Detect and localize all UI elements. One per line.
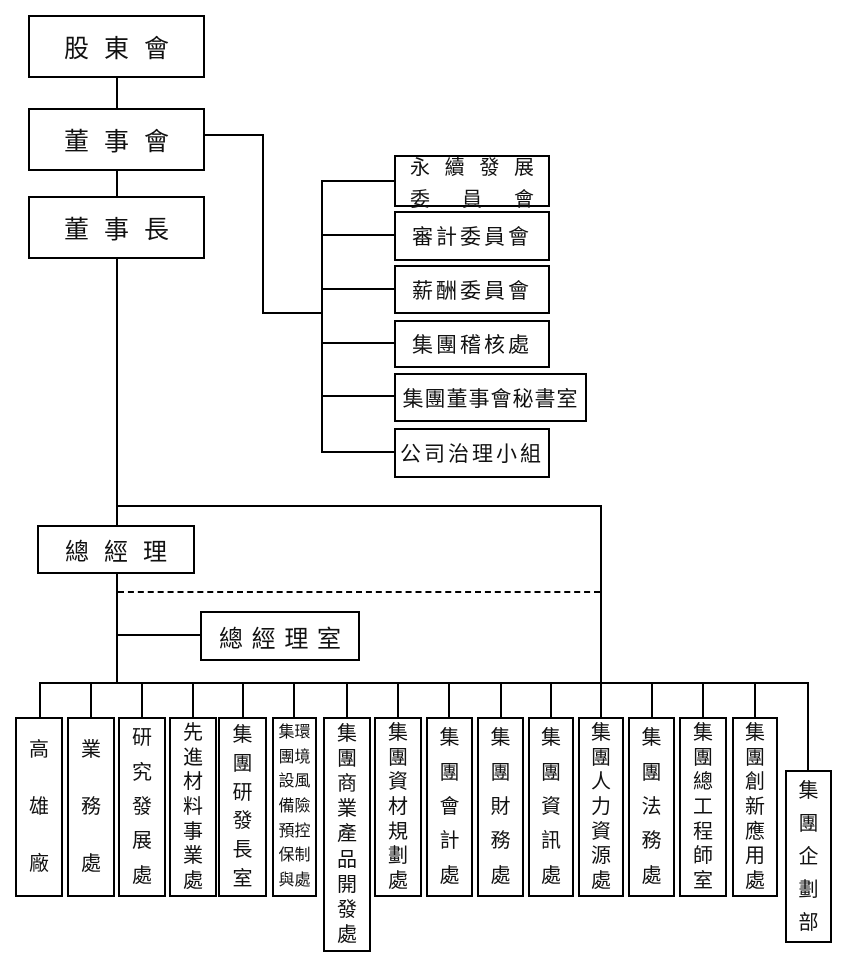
node-dept-finance: 集團財務處	[477, 717, 524, 897]
node-label: 環境風險控制處	[294, 724, 311, 889]
node-label: 集團董事會秘書室	[402, 386, 579, 411]
connector-line	[321, 342, 395, 344]
connector-line	[346, 684, 348, 717]
connector-line	[116, 258, 118, 526]
node-label: 集團法務處	[641, 727, 662, 887]
node-dept-chief-engineer-office: 集團總工程師室	[679, 717, 727, 897]
node-label: 公司治理小組	[400, 442, 544, 466]
node-label: 集團總工程師室	[693, 722, 713, 892]
node-group-audit-office: 集團稽核處	[394, 320, 550, 368]
connector-line	[242, 684, 244, 717]
node-label: 集團設備預保與	[278, 724, 295, 889]
node-label: 集團企劃部	[798, 779, 819, 934]
connector-line	[702, 684, 704, 717]
connector-line	[205, 134, 264, 136]
node-dept-rnd: 研究發展處	[118, 717, 166, 897]
connector-line	[116, 78, 118, 110]
connector-line	[321, 180, 323, 453]
node-dept-group-rnd-officer-office: 集團研發長室	[218, 717, 267, 897]
node-president-office: 總經理室	[200, 611, 360, 661]
node-label: 集團創新應用處	[745, 722, 765, 892]
node-dept-advanced-materials: 先進材料事業處	[169, 717, 217, 897]
node-dept-innovation-application: 集團創新應用處	[732, 717, 778, 897]
connector-line	[321, 180, 395, 182]
connector-line	[550, 684, 552, 717]
node-label: 永續發展 委員會	[410, 156, 534, 211]
connector-line	[321, 395, 395, 397]
connector-line	[141, 684, 143, 717]
node-dept-it: 集團資訊處	[528, 717, 574, 897]
connector-line	[321, 288, 395, 290]
node-label: 董事長	[64, 216, 169, 244]
node-dept-legal: 集團法務處	[628, 717, 675, 897]
connector-line	[321, 451, 395, 453]
connector-line	[192, 684, 194, 717]
node-label: 審計委員會	[412, 225, 532, 249]
node-board: 董事會	[28, 108, 205, 171]
node-label: 集團資訊處	[541, 727, 561, 887]
node-label: 股東會	[64, 35, 169, 63]
connector-line	[262, 134, 264, 314]
dashed-separator-line	[118, 591, 600, 593]
node-governance-team: 公司治理小組	[394, 428, 550, 478]
node-dept-materials-planning: 集團資材規劃處	[374, 717, 422, 897]
connector-line	[500, 684, 502, 717]
connector-line	[448, 684, 450, 717]
node-dept-commercial-product-dev: 集團商業產品開發處	[323, 717, 371, 952]
connector-line	[39, 684, 41, 717]
node-label: 董事會	[64, 128, 169, 156]
node-committee-sustainability: 永續發展 委員會	[394, 155, 550, 211]
node-dept-hr: 集團人力資源處	[578, 717, 624, 897]
connector-line	[262, 312, 323, 314]
node-label: 集團會計處	[439, 727, 460, 887]
node-shareholders: 股東會	[28, 15, 205, 78]
node-label: 先進材料事業處	[183, 722, 203, 892]
node-label: 研究發展處	[132, 727, 152, 887]
node-president: 總經理	[37, 525, 195, 574]
node-label: 總經理室	[219, 626, 341, 653]
connector-line	[116, 573, 118, 684]
node-dept-planning: 集團企劃部	[785, 770, 832, 943]
node-label: 集團資材規劃處	[388, 722, 408, 892]
node-label: 集團財務處	[490, 727, 511, 887]
connector-line	[116, 505, 602, 507]
node-dept-accounting: 集團會計處	[426, 717, 473, 897]
node-label: 總經理	[65, 540, 167, 566]
connector-line	[293, 684, 295, 717]
node-board-secretariat: 集團董事會秘書室	[394, 373, 587, 422]
node-label: 業務處	[81, 738, 101, 876]
node-dept-business: 業務處	[67, 717, 115, 897]
node-chairman: 董事長	[28, 196, 205, 259]
connector-line	[39, 682, 809, 684]
connector-line	[117, 634, 200, 636]
node-audit-committee: 審計委員會	[394, 211, 550, 261]
node-label: 集團人力資源處	[591, 722, 611, 892]
node-label: 集團商業產品開發處	[337, 722, 357, 947]
node-label: 高雄廠	[29, 738, 49, 876]
connector-line	[807, 684, 809, 770]
connector-line	[754, 684, 756, 717]
connector-line	[397, 684, 399, 717]
connector-line	[321, 234, 395, 236]
node-label: 集團稽核處	[412, 333, 532, 357]
node-dept-kaohsiung-plant: 高雄廠	[15, 717, 63, 897]
connector-line	[116, 170, 118, 198]
node-dept-equipment-env-risk: 集團設備預保與 環境風險控制處	[272, 717, 317, 897]
node-label: 集團研發長室	[232, 724, 253, 890]
node-compensation-committee: 薪酬委員會	[394, 265, 550, 314]
node-label: 薪酬委員會	[412, 278, 532, 303]
connector-line	[90, 684, 92, 717]
connector-line	[600, 505, 602, 717]
connector-line	[651, 684, 653, 717]
